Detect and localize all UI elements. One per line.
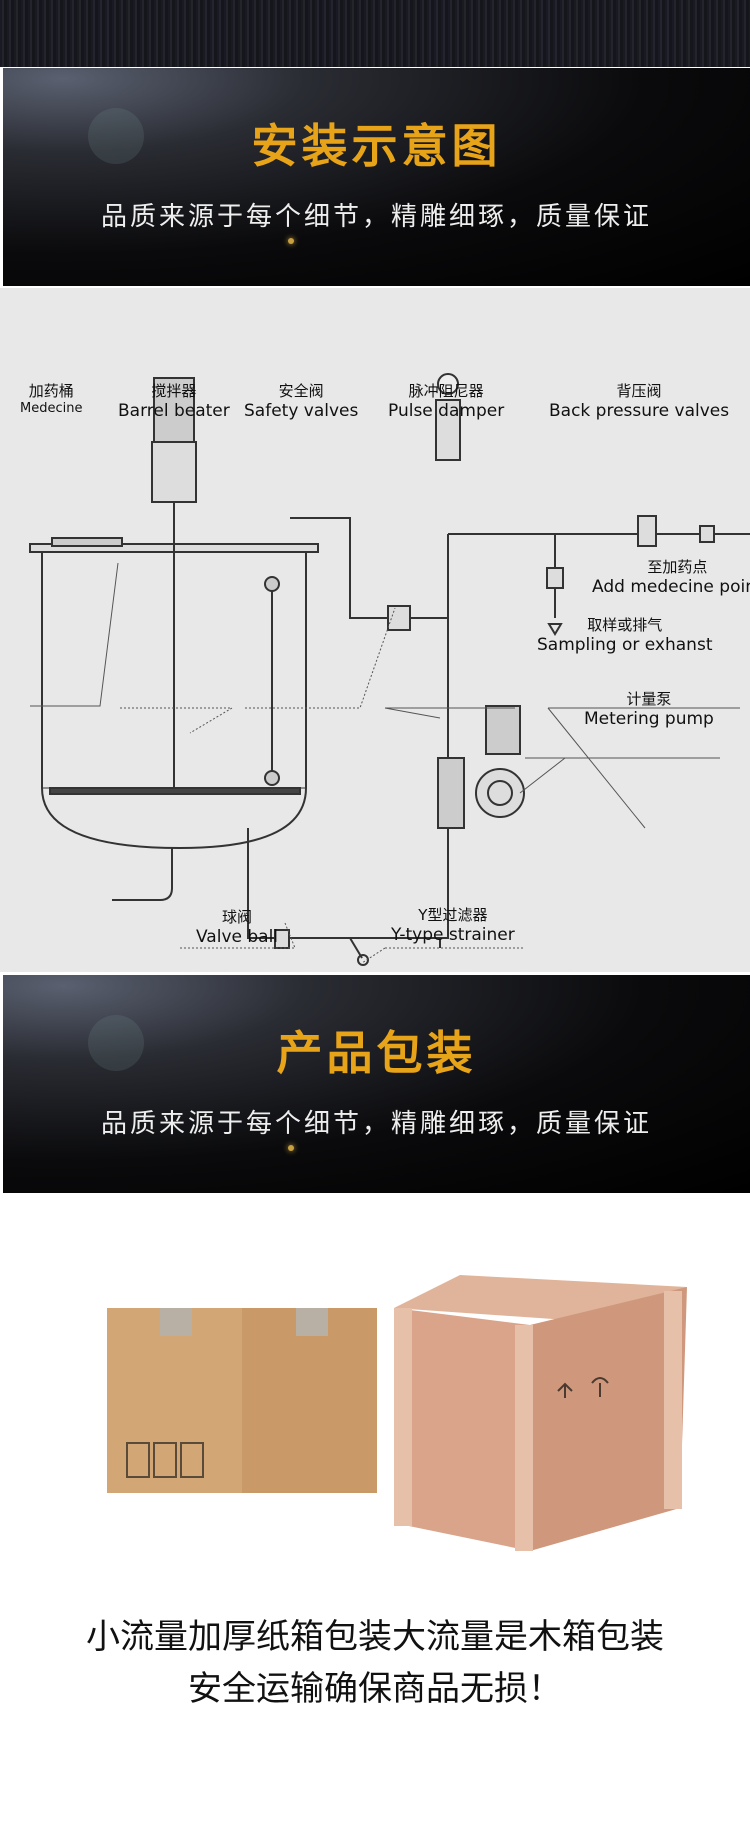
lens-flare — [88, 108, 144, 164]
wooden-crate-image — [394, 1275, 687, 1551]
section-title: 安装示意图 — [251, 119, 502, 173]
light-spark — [288, 1145, 294, 1151]
packaging-section: 小流量加厚纸箱包装大流量是木箱包装 安全运输确保商品无损！ — [0, 1193, 750, 1832]
section-subtitle: 品质来源于每个细节，精雕细琢，质量保证 — [100, 1109, 652, 1139]
light-spark — [288, 238, 294, 244]
packaging-caption-line2: 安全运输确保商品无损！ — [188, 1669, 562, 1709]
packaging-images — [107, 1275, 687, 1551]
section-banner-packaging: 产品包装 品质来源于每个细节，精雕细琢，质量保证 — [3, 975, 750, 1193]
section-banner-installation: 安装示意图 品质来源于每个细节，精雕细琢，质量保证 — [3, 68, 750, 286]
section-subtitle: 品质来源于每个细节，精雕细琢，质量保证 — [100, 202, 652, 232]
top-texture-strip — [0, 0, 750, 67]
packaging-caption-line1: 小流量加厚纸箱包装大流量是木箱包装 — [86, 1617, 664, 1657]
diagram-drawing — [29, 373, 750, 966]
section-title: 产品包装 — [276, 1026, 477, 1080]
lens-flare — [88, 1015, 144, 1071]
cardboard-box-image — [107, 1308, 377, 1493]
